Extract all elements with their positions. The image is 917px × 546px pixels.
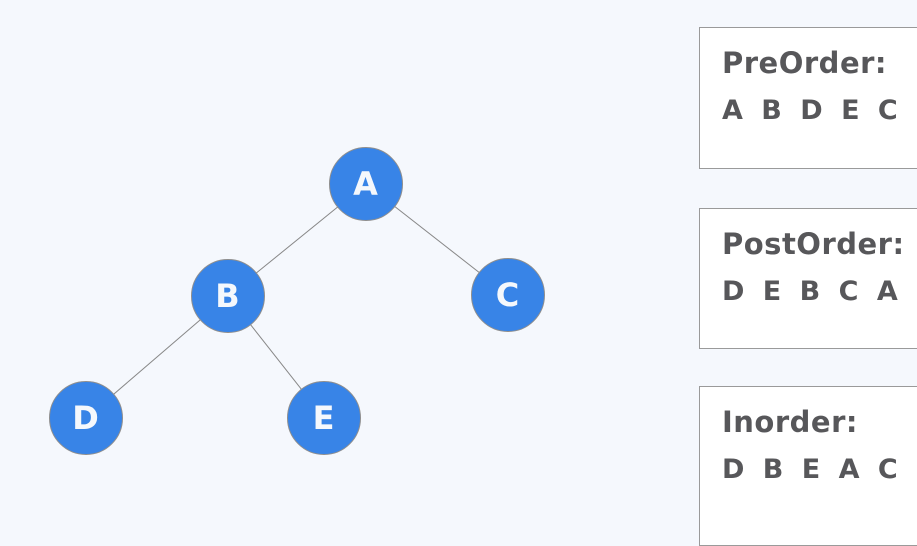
tree-node-d-label: D <box>72 399 100 437</box>
tree-node-e-label: E <box>312 399 336 437</box>
tree-node-d: D <box>49 381 123 455</box>
preorder-title: PreOrder: <box>722 46 888 80</box>
tree-node-b-label: B <box>215 277 241 315</box>
tree-node-a-label: A <box>353 165 379 203</box>
inorder-sequence: D B E A C <box>722 453 900 485</box>
inorder-panel: Inorder: D B E A C <box>699 386 917 546</box>
postorder-panel: PostOrder: D E B C A <box>699 208 917 349</box>
binary-tree-diagram: A B C D E PreOrder: A B D E C PostOrder:… <box>49 27 917 546</box>
tree-node-e: E <box>287 381 361 455</box>
postorder-title: PostOrder: <box>722 227 905 261</box>
preorder-panel: PreOrder: A B D E C <box>699 27 917 169</box>
preorder-sequence: A B D E C <box>722 94 900 126</box>
inorder-title: Inorder: <box>722 405 858 439</box>
tree-node-c-label: C <box>495 276 521 314</box>
postorder-sequence: D E B C A <box>722 275 900 307</box>
tree-node-a: A <box>329 147 403 221</box>
tree-node-b: B <box>191 259 265 333</box>
tree-node-c: C <box>471 258 545 332</box>
